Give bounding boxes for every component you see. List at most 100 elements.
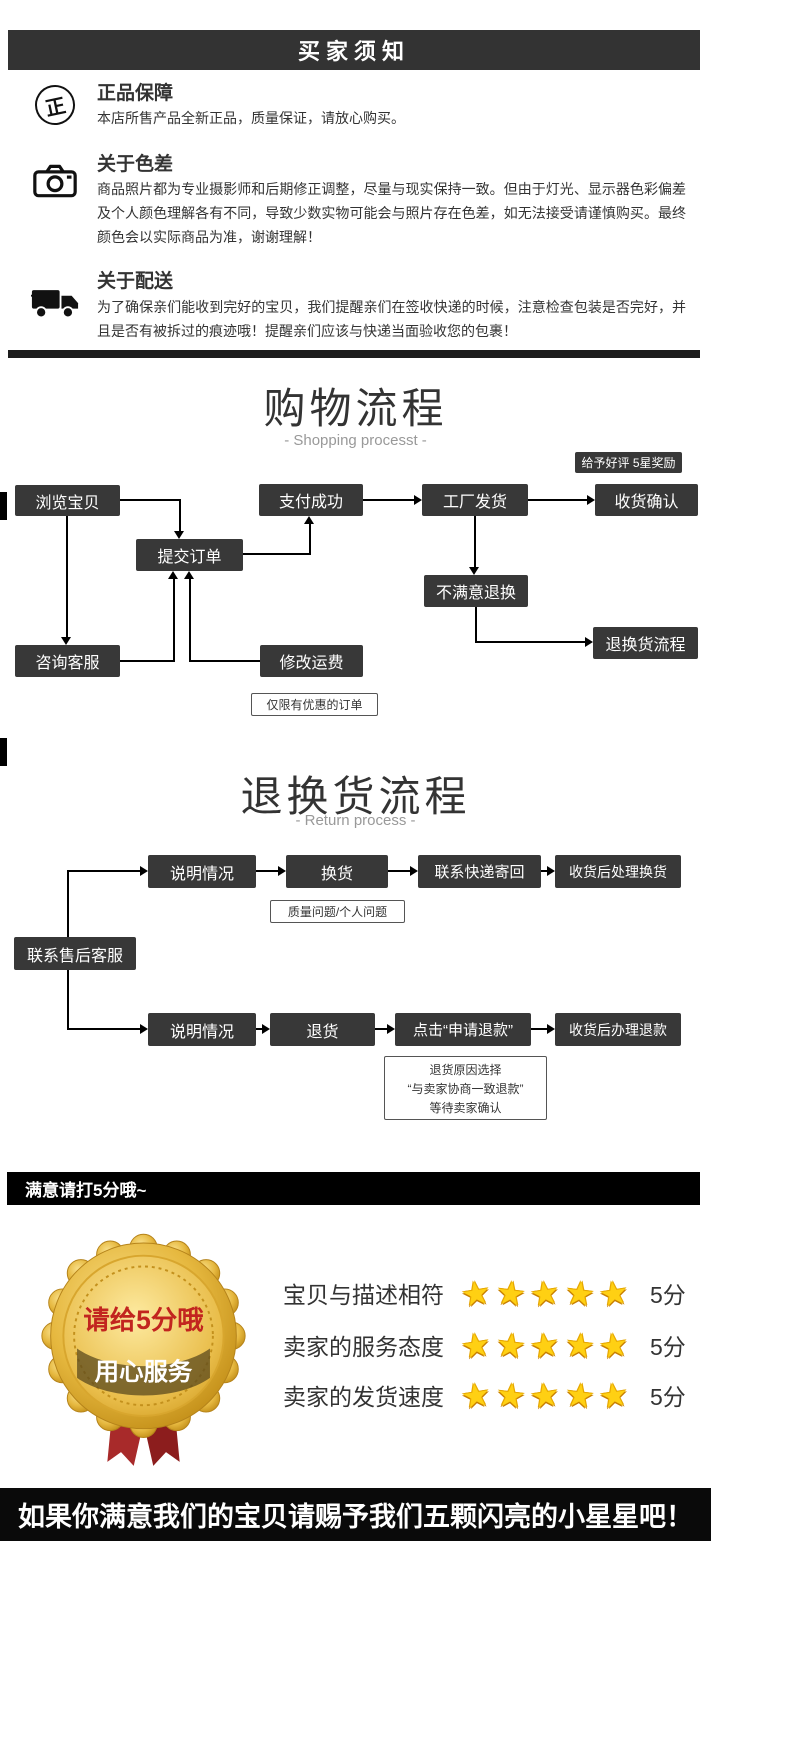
rating-label: 卖家的服务态度 xyxy=(283,1334,444,1360)
flow-arrow-right xyxy=(414,495,422,505)
flow-arrow-down xyxy=(174,531,184,539)
flow-connector xyxy=(120,499,180,501)
flow-arrow-right xyxy=(585,637,593,647)
flow-connector xyxy=(363,499,414,501)
rating-score: 5分 xyxy=(649,1384,686,1410)
flow-connector xyxy=(475,607,477,643)
flow-node-submit-order: 提交订单 xyxy=(136,539,243,571)
flow-arrow-right xyxy=(262,1024,270,1034)
flow-connector xyxy=(120,660,175,662)
rating-score: 5分 xyxy=(649,1334,686,1360)
flow-node-pay-success: 支付成功 xyxy=(259,484,363,516)
rating-label: 宝贝与描述相符 xyxy=(283,1282,444,1308)
flow-connector xyxy=(243,553,310,555)
section-divider xyxy=(8,350,700,358)
flow-node-return-process: 退换货流程 xyxy=(593,627,698,659)
page-edge-marker xyxy=(0,738,7,766)
refund-reason-line3: 等待卖家确认 xyxy=(429,1101,502,1115)
notice-title-genuine: 正品保障 xyxy=(97,83,174,104)
flow-connector xyxy=(256,1028,262,1030)
flow-connector xyxy=(309,524,311,555)
star-icons: ★★★★★ xyxy=(458,1272,634,1314)
flow-node-return-goods: 退货 xyxy=(270,1013,375,1046)
rating-row-description: 宝贝与描述相符 ★★★★★ 5分 xyxy=(283,1270,686,1316)
flow-arrow-right xyxy=(140,1024,148,1034)
genuine-seal-icon: 正 xyxy=(31,81,79,129)
flow-note-refund-reason: 退货原因选择 “与卖家协商一致退款” 等待卖家确认 xyxy=(384,1056,547,1120)
flow-connector xyxy=(66,516,68,637)
star-icon: ★ xyxy=(596,1374,632,1416)
flow-arrow-down xyxy=(469,567,479,575)
star-icon: ★ xyxy=(527,1272,563,1314)
delivery-truck-icon xyxy=(31,287,79,326)
flow-node-handle-exchange: 收货后处理换货 xyxy=(555,855,681,888)
notice-body-color: 商品照片都为专业摄影师和后期修正调整，尽量与现实保持一致。但由于灯光、显示器色彩… xyxy=(97,181,686,245)
flow-connector xyxy=(179,499,181,531)
flow-node-contact-aftersale: 联系售后客服 xyxy=(14,937,136,970)
star-icon: ★ xyxy=(562,1374,597,1416)
star-icons: ★★★★★ xyxy=(458,1374,634,1416)
five-star-request-bar: 满意请打5分哦~ xyxy=(7,1172,700,1205)
flow-node-unsatisfied-return: 不满意退换 xyxy=(424,575,528,607)
flow-connector xyxy=(190,660,260,662)
star-icon: ★ xyxy=(596,1324,632,1366)
flow-node-modify-freight: 修改运费 xyxy=(260,645,363,677)
star-icon: ★ xyxy=(493,1374,528,1416)
flow-arrow-down xyxy=(61,637,71,645)
flow-connector xyxy=(189,579,191,662)
flow-arrow-right xyxy=(547,866,555,876)
rating-score: 5分 xyxy=(649,1282,686,1308)
flow-connector xyxy=(67,870,140,872)
star-icon: ★ xyxy=(562,1272,597,1314)
flow-node-factory-ship: 工厂发货 xyxy=(422,484,528,516)
flow-arrow-right xyxy=(387,1024,395,1034)
shopping-flow-subtitle: - Shopping processt - xyxy=(284,432,427,449)
flow-connector xyxy=(375,1028,387,1030)
star-icon: ★ xyxy=(493,1324,528,1366)
flow-connector xyxy=(528,499,587,501)
notice-title-color: 关于色差 xyxy=(97,154,174,175)
star-icon: ★ xyxy=(527,1324,563,1366)
flow-arrow-up xyxy=(168,571,178,579)
star-icon: ★ xyxy=(458,1374,494,1416)
flow-connector xyxy=(474,516,476,567)
buyer-notice-header: 买家须知 xyxy=(8,30,700,70)
flow-node-courier-back: 联系快递寄回 xyxy=(418,855,541,888)
flow-node-consult-service: 咨询客服 xyxy=(15,645,120,677)
flow-connector xyxy=(256,870,278,872)
flow-node-exchange: 换货 xyxy=(286,855,388,888)
flow-arrow-up xyxy=(184,571,194,579)
star-icon: ★ xyxy=(458,1272,494,1314)
camera-icon xyxy=(33,163,77,204)
page-edge-marker xyxy=(0,492,7,520)
badge-line1: 请给5分哦 xyxy=(83,1305,204,1335)
refund-reason-line1: 退货原因选择 xyxy=(429,1063,502,1077)
return-flow-title: 退换货流程 xyxy=(240,773,471,820)
notice-body-genuine: 本店所售产品全新正品，质量保证，请放心购买。 xyxy=(97,110,405,126)
rating-label: 卖家的发货速度 xyxy=(283,1384,444,1410)
flow-connector xyxy=(475,641,585,643)
flow-connector xyxy=(173,579,175,662)
flow-node-explain-top: 说明情况 xyxy=(148,855,256,888)
flow-node-explain-bottom: 说明情况 xyxy=(148,1013,256,1046)
flow-node-praise-reward: 给予好评 5星奖励 xyxy=(575,452,682,473)
flow-arrow-up xyxy=(304,516,314,524)
star-icon: ★ xyxy=(527,1374,563,1416)
return-flow-subtitle: - Return process - xyxy=(295,812,416,829)
flow-arrow-right xyxy=(410,866,418,876)
flow-connector xyxy=(67,1028,140,1030)
star-icon: ★ xyxy=(562,1324,597,1366)
star-icons: ★★★★★ xyxy=(458,1324,634,1366)
flow-connector xyxy=(541,870,547,872)
refund-reason-line2: “与卖家协商一致退款” xyxy=(407,1082,524,1096)
flow-node-confirm-receipt: 收货确认 xyxy=(595,484,698,516)
footer-request-bar: 如果你满意我们的宝贝请赐予我们五颗闪亮的小星星吧！ xyxy=(0,1488,711,1541)
flow-arrow-right xyxy=(140,866,148,876)
flow-arrow-right xyxy=(278,866,286,876)
star-icon: ★ xyxy=(493,1272,528,1314)
flow-note-issue-type: 质量问题/个人问题 xyxy=(270,900,405,923)
flow-node-apply-refund: 点击“申请退款” xyxy=(395,1013,531,1046)
gold-medal-badge: 请给5分哦 用心服务 xyxy=(36,1233,251,1473)
flow-arrow-right xyxy=(587,495,595,505)
